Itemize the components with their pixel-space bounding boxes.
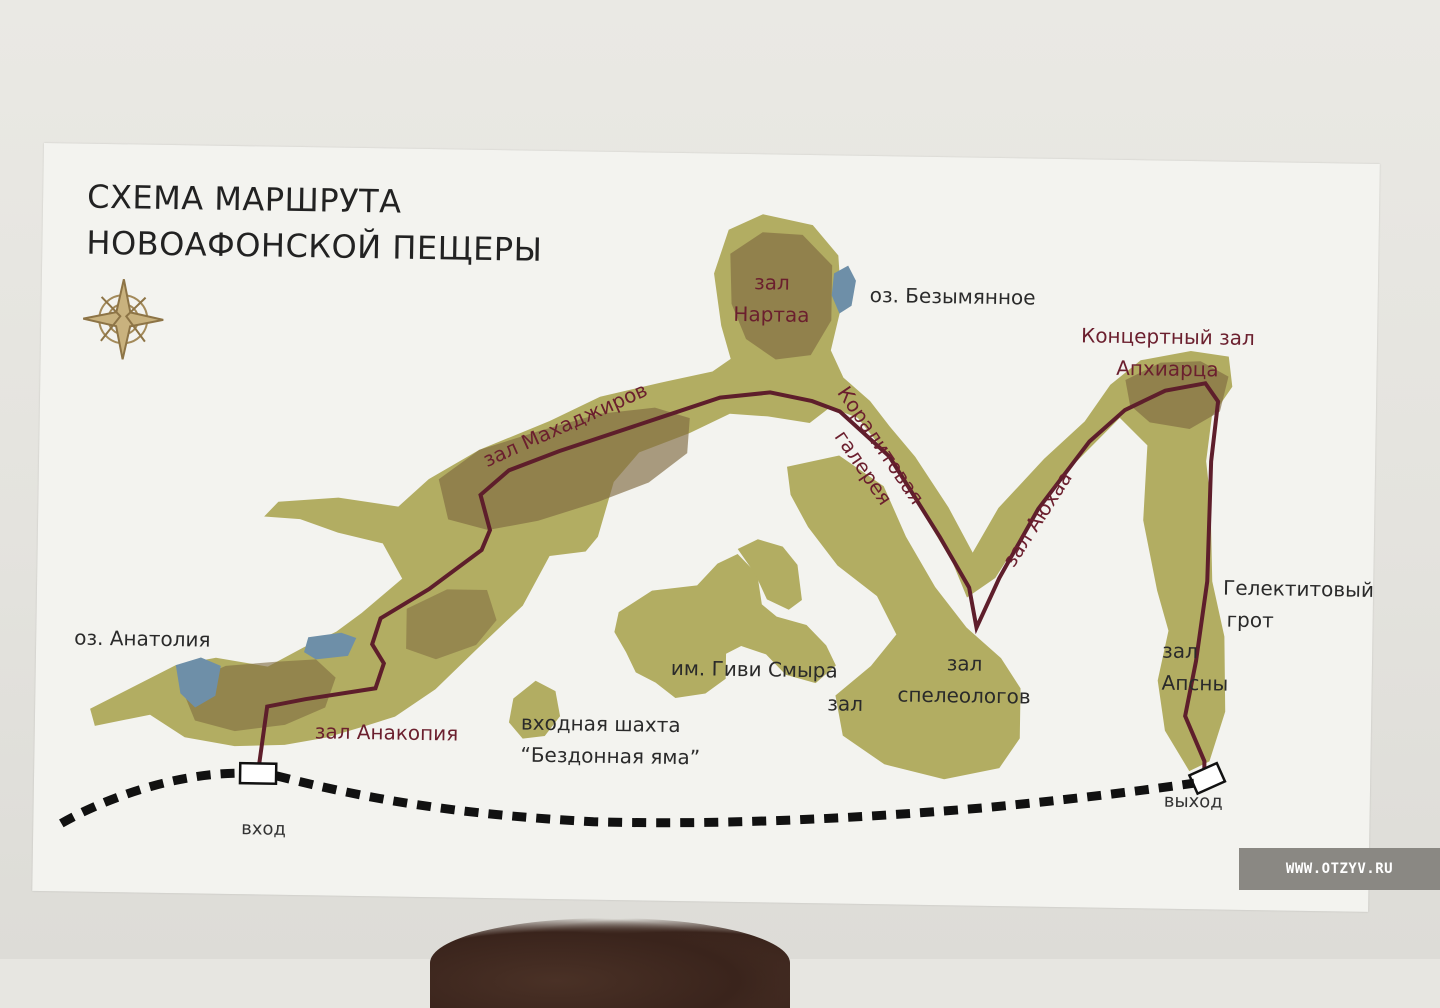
lake-bezymyannoe bbox=[831, 265, 856, 314]
cave-route-map: СХЕМА МАРШРУТА НОВОАФОНСКОЙ ПЕЩЕРЫ зал Н… bbox=[32, 143, 1380, 912]
label-gelectite-grotto-line-2: грот bbox=[1226, 607, 1274, 633]
outside-path bbox=[59, 768, 1195, 828]
lake-anatolia bbox=[175, 657, 221, 708]
cave-branch-speleo bbox=[787, 455, 1021, 780]
label-gelectite-grotto: Гелектитовый грот bbox=[1222, 572, 1374, 638]
label-hall-anakopia: зал Анакопия bbox=[314, 719, 459, 746]
map-title-line-1: СХЕМА МАРШРУТА bbox=[86, 177, 402, 221]
hall-mahadzhirov-dark bbox=[438, 407, 690, 531]
label-hall-nartaa: зал Нартаа bbox=[733, 266, 810, 331]
hall-nartaa-dark bbox=[730, 232, 833, 360]
label-entrance-shaft: входная шахта “Бездонная яма” bbox=[520, 707, 701, 774]
label-hall-nartaa-line-1: зал bbox=[753, 270, 791, 295]
label-hall-nartaa-line-2: Нартаа bbox=[733, 301, 810, 328]
cave-givi-branch bbox=[737, 539, 802, 610]
label-speleologists-hall-line-2: спелеологов bbox=[897, 682, 1031, 709]
foreground-head-shadow bbox=[430, 918, 790, 1008]
label-hall-apsny-line-1: зал bbox=[1161, 638, 1199, 664]
label-givi-hall-zal: зал bbox=[827, 691, 864, 716]
label-entrance-shaft-line-1: входная шахта bbox=[520, 710, 681, 738]
cave-map-graphic bbox=[59, 214, 1233, 828]
cave-givi-hall bbox=[614, 553, 836, 698]
label-speleologists-hall-line-1: зал bbox=[946, 651, 983, 676]
label-concert-hall: Концертный зал Апхиарца bbox=[1080, 319, 1255, 386]
hall-anakopia-dark-2 bbox=[406, 589, 497, 660]
label-concert-hall-line-2: Апхиарца bbox=[1116, 355, 1219, 382]
entrance-box bbox=[238, 761, 278, 785]
watermark: WWW.OTZYV.RU bbox=[1239, 848, 1440, 890]
label-gelectite-grotto-line-1: Гелектитовый bbox=[1222, 575, 1375, 602]
hall-concert-dark bbox=[1125, 361, 1229, 430]
label-hall-apsny: зал Апсны bbox=[1161, 635, 1229, 700]
label-hall-apsny-line-2: Апсны bbox=[1161, 670, 1229, 696]
label-lake-bezymyannoe: оз. Безымянное bbox=[869, 282, 1036, 310]
label-lake-anatolia: оз. Анатолия bbox=[74, 625, 211, 652]
lake-small bbox=[304, 632, 357, 660]
compass-rose-icon bbox=[83, 279, 164, 360]
label-exit: выход bbox=[1163, 790, 1223, 813]
label-entrance: вход bbox=[241, 818, 287, 840]
map-title-line-2: НОВОАФОНСКОЙ ПЕЩЕРЫ bbox=[86, 223, 543, 269]
label-entrance-shaft-line-2: “Бездонная яма” bbox=[520, 742, 701, 770]
cave-shaft bbox=[508, 680, 561, 739]
label-givi-hall: им. Гиви Смыра bbox=[670, 655, 838, 683]
hall-anakopia-dark bbox=[180, 659, 336, 732]
label-concert-hall-line-1: Концертный зал bbox=[1080, 323, 1255, 351]
label-speleologists-hall: зал спелеологов bbox=[897, 646, 1031, 712]
tour-route bbox=[256, 381, 1221, 779]
map-title: СХЕМА МАРШРУТА НОВОАФОНСКОЙ ПЕЩЕРЫ bbox=[86, 174, 543, 273]
